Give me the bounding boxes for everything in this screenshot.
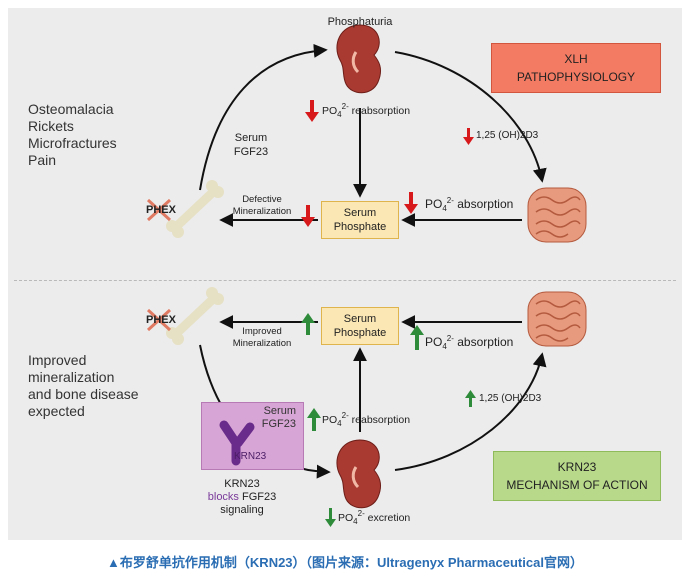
up-arrow-icon-phosphate (301, 313, 315, 335)
antibody-icon (219, 420, 255, 466)
up-arrow-icon-vitd (465, 390, 476, 407)
bone-icon-top (166, 180, 224, 238)
phosphaturia-label: Phosphaturia (327, 16, 393, 28)
kidney-icon-bottom (336, 439, 381, 509)
up-arrow-icon-absorption (410, 325, 424, 350)
excretion-label: PO42- excretion (338, 509, 411, 526)
cycle-arrow-kidney-to-intestine (394, 51, 547, 183)
phex-label-top: PHEX (146, 204, 176, 216)
bone-icon-bottom (166, 287, 224, 345)
phex-cross-icon-top (146, 198, 172, 222)
up-arrow-icon-reabsorption (307, 408, 321, 431)
down-arrow-icon-excretion (325, 508, 336, 527)
krn23-blocks-text: KRN23 blocks FGF23 signaling (207, 478, 277, 516)
intestine-icon-bottom (527, 291, 587, 347)
section-divider (14, 280, 676, 281)
kidney-icon-top (336, 24, 381, 94)
figure-caption: ▲布罗舒单抗作用机制（KRN23）（图片来源：Ultragenyx Pharma… (107, 555, 583, 570)
phex-cross-icon-bottom (146, 308, 172, 332)
absorption-label-top: PO42- absorption (425, 196, 514, 213)
cycle-arrow-bone-to-kidney (199, 43, 328, 191)
krn23-antibody-label: KRN23 (234, 451, 267, 462)
down-arrow-icon-phosphate (301, 205, 315, 227)
down-arrow-icon-reabsorption (305, 100, 319, 122)
reabsorption-label-bottom: PO42- reabsorption (322, 411, 411, 428)
cycle-arrow-kidney-to-intestine-bottom (394, 352, 547, 471)
reabsorption-label-top: PO42- reabsorption (322, 102, 411, 119)
vitd-label-top: 1,25 (OH)2D3 (476, 130, 539, 141)
down-arrow-icon-vitd (463, 128, 474, 145)
vitd-label-bottom: 1,25 (OH)2D3 (479, 393, 542, 404)
phex-label-bottom: PHEX (146, 314, 176, 326)
intestine-icon-top (527, 187, 587, 243)
absorption-label-bottom: PO42- absorption (425, 334, 514, 351)
down-arrow-icon-absorption (404, 192, 418, 214)
